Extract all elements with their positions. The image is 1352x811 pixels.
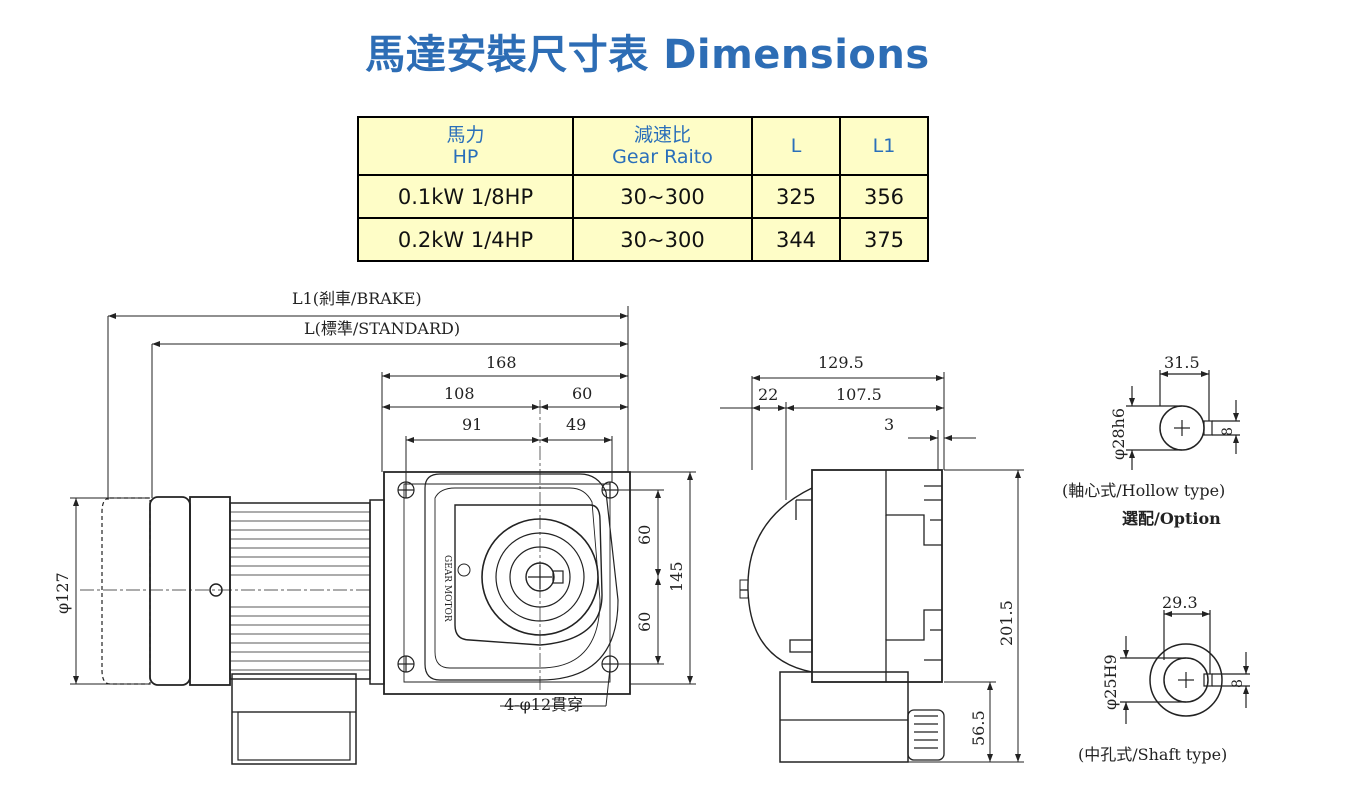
cell-l1: 375 — [839, 217, 929, 262]
dim-49: 49 — [566, 415, 586, 434]
cell-l: 325 — [751, 174, 841, 219]
option-label: 選配/Option — [1122, 509, 1221, 528]
cell-ratio: 30~300 — [572, 217, 753, 262]
gearbox-side — [811, 469, 943, 683]
dim-107-5: 107.5 — [836, 385, 882, 404]
shaft-diameter: φ25H9 — [1101, 654, 1120, 710]
dim-127: φ127 — [53, 572, 72, 614]
dim-60-top: 60 — [572, 384, 592, 403]
dim-3: 3 — [884, 415, 894, 434]
dim-22: 22 — [758, 385, 778, 404]
hollow-caption: (軸心式/Hollow type) — [1062, 481, 1225, 500]
front-dimensions — [70, 306, 696, 707]
motor-dome — [747, 487, 813, 673]
shaft-caption: (中孔式/Shaft type) — [1078, 745, 1227, 764]
dim-129-5: 129.5 — [818, 353, 864, 372]
cell-hp: 0.1kW 1/8HP — [357, 174, 574, 219]
svg-text:GEAR MOTOR: GEAR MOTOR — [442, 555, 452, 622]
table-row: 0.1kW 1/8HP 30~300 325 356 — [357, 174, 929, 219]
shaft-type-detail — [1120, 610, 1250, 724]
page-title: 馬達安裝尺寸表 Dimensions — [365, 32, 930, 78]
cell-ratio: 30~300 — [572, 174, 753, 219]
dim-91: 91 — [462, 415, 482, 434]
terminal-box — [231, 673, 357, 765]
side-dimensions — [720, 372, 1024, 763]
side-view — [739, 469, 945, 763]
motor-end-cap — [149, 496, 191, 686]
terminal-box-side — [779, 671, 909, 763]
cell-hp: 0.2kW 1/4HP — [357, 217, 574, 262]
motor-body — [229, 502, 371, 680]
motor-fins — [230, 511, 370, 671]
table-row: 0.2kW 1/4HP 30~300 344 375 — [357, 217, 929, 262]
header-l: L — [751, 116, 841, 176]
hollow-key: 8 — [1220, 427, 1236, 436]
holes-label: 4-φ12貫穿 — [504, 695, 583, 714]
gearbox-outline — [383, 471, 631, 695]
brake-outline — [101, 497, 151, 685]
cell-l1: 356 — [839, 174, 929, 219]
hollow-width: 31.5 — [1164, 353, 1200, 372]
dim-56-5: 56.5 — [969, 710, 988, 746]
shaft-key: 8 — [1230, 679, 1246, 688]
hollow-type-detail — [1126, 370, 1240, 470]
dim-60-lower: 60 — [635, 612, 654, 632]
header-l1: L1 — [839, 116, 929, 176]
dim-108: 108 — [444, 384, 475, 403]
dim-168: 168 — [486, 353, 517, 372]
cell-l: 344 — [751, 217, 841, 262]
dim-60-upper: 60 — [635, 525, 654, 545]
front-view: GEAR MOTOR — [80, 400, 631, 765]
dim-l: L(標準/STANDARD) — [304, 319, 460, 338]
dim-145: 145 — [667, 561, 686, 592]
hollow-diameter: φ28h6 — [1109, 408, 1128, 460]
shaft-width: 29.3 — [1162, 593, 1198, 612]
dim-l1: L1(剎車/BRAKE) — [292, 289, 422, 308]
dim-201-5: 201.5 — [997, 600, 1016, 646]
cable-gland — [907, 709, 945, 761]
